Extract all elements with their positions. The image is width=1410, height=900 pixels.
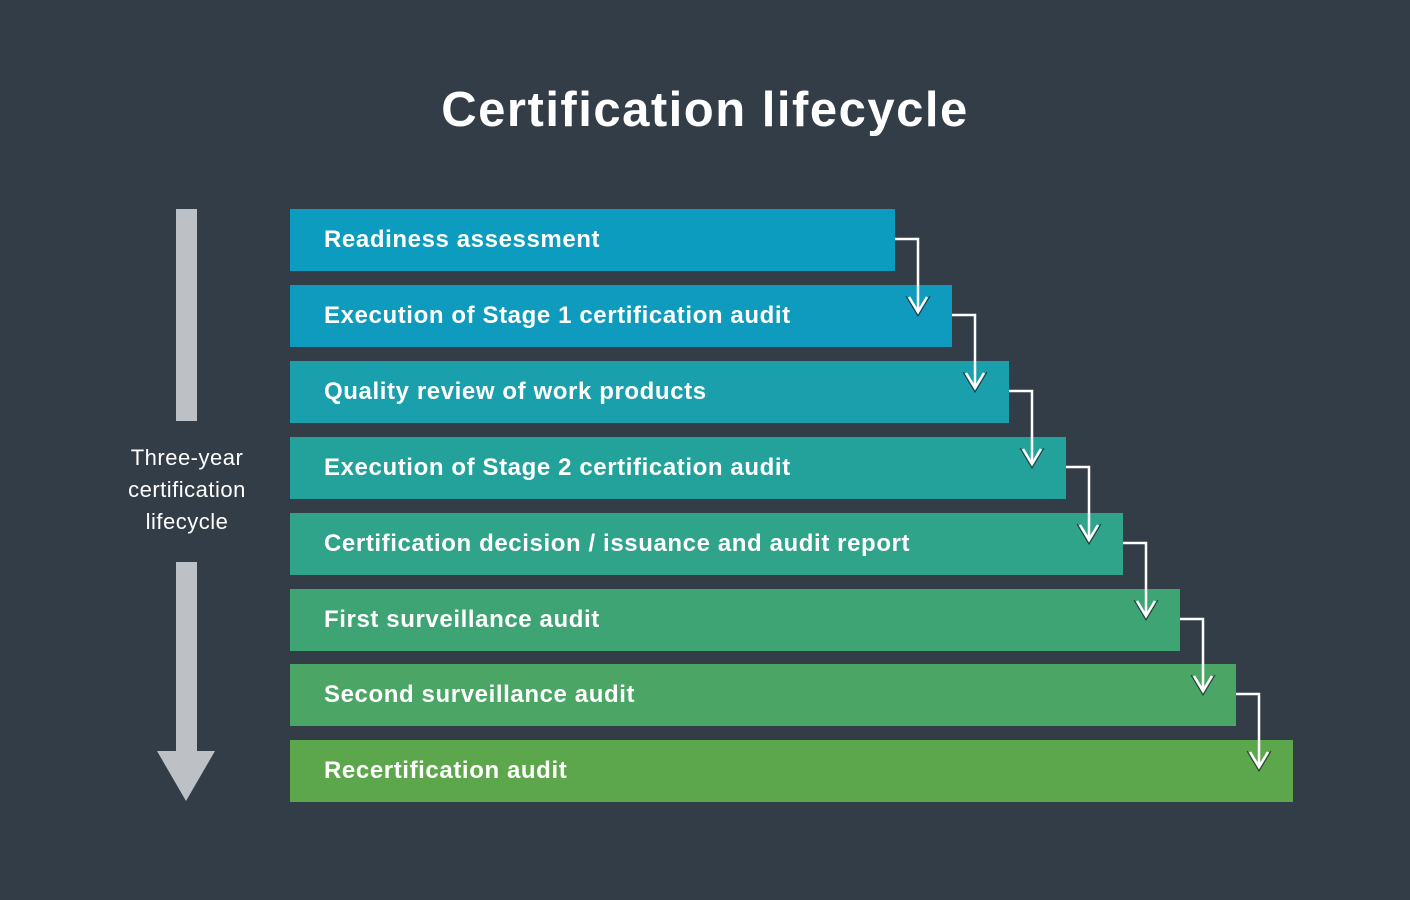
step-label: Execution of Stage 2 certification audit xyxy=(324,454,791,481)
step-label: Execution of Stage 1 certification audit xyxy=(324,302,791,329)
step-label: Readiness assessment xyxy=(324,226,601,253)
page-title: Certification lifecycle xyxy=(441,83,969,137)
step-label: Second surveillance audit xyxy=(324,681,636,708)
timeline-label-line: lifecycle xyxy=(145,509,229,534)
step-label: Certification decision / issuance and au… xyxy=(324,530,911,557)
step-first-surveillance-audit: First surveillance audit xyxy=(290,589,1180,651)
step-label: First surveillance audit xyxy=(324,606,600,633)
timeline-arrow-shaft-top xyxy=(176,209,197,421)
step-certification-decision: Certification decision / issuance and au… xyxy=(290,513,1123,575)
down-arrow-icon xyxy=(157,751,215,801)
step-second-surveillance-audit: Second surveillance audit xyxy=(290,664,1236,726)
step-label: Quality review of work products xyxy=(324,378,707,405)
step-readiness-assessment: Readiness assessment xyxy=(290,209,895,271)
timeline-label-line: Three-year xyxy=(130,445,244,470)
step-quality-review: Quality review of work products xyxy=(290,361,1009,423)
step-stage-2-audit: Execution of Stage 2 certification audit xyxy=(290,437,1066,499)
timeline-arrow-shaft-bottom xyxy=(176,562,197,752)
step-recertification-audit: Recertification audit xyxy=(290,740,1293,802)
step-label: Recertification audit xyxy=(324,757,568,784)
timeline-label-line: certification xyxy=(128,477,246,502)
step-stage-1-audit: Execution of Stage 1 certification audit xyxy=(290,285,952,347)
timeline-label: Three-year certification lifecycle xyxy=(96,442,278,538)
